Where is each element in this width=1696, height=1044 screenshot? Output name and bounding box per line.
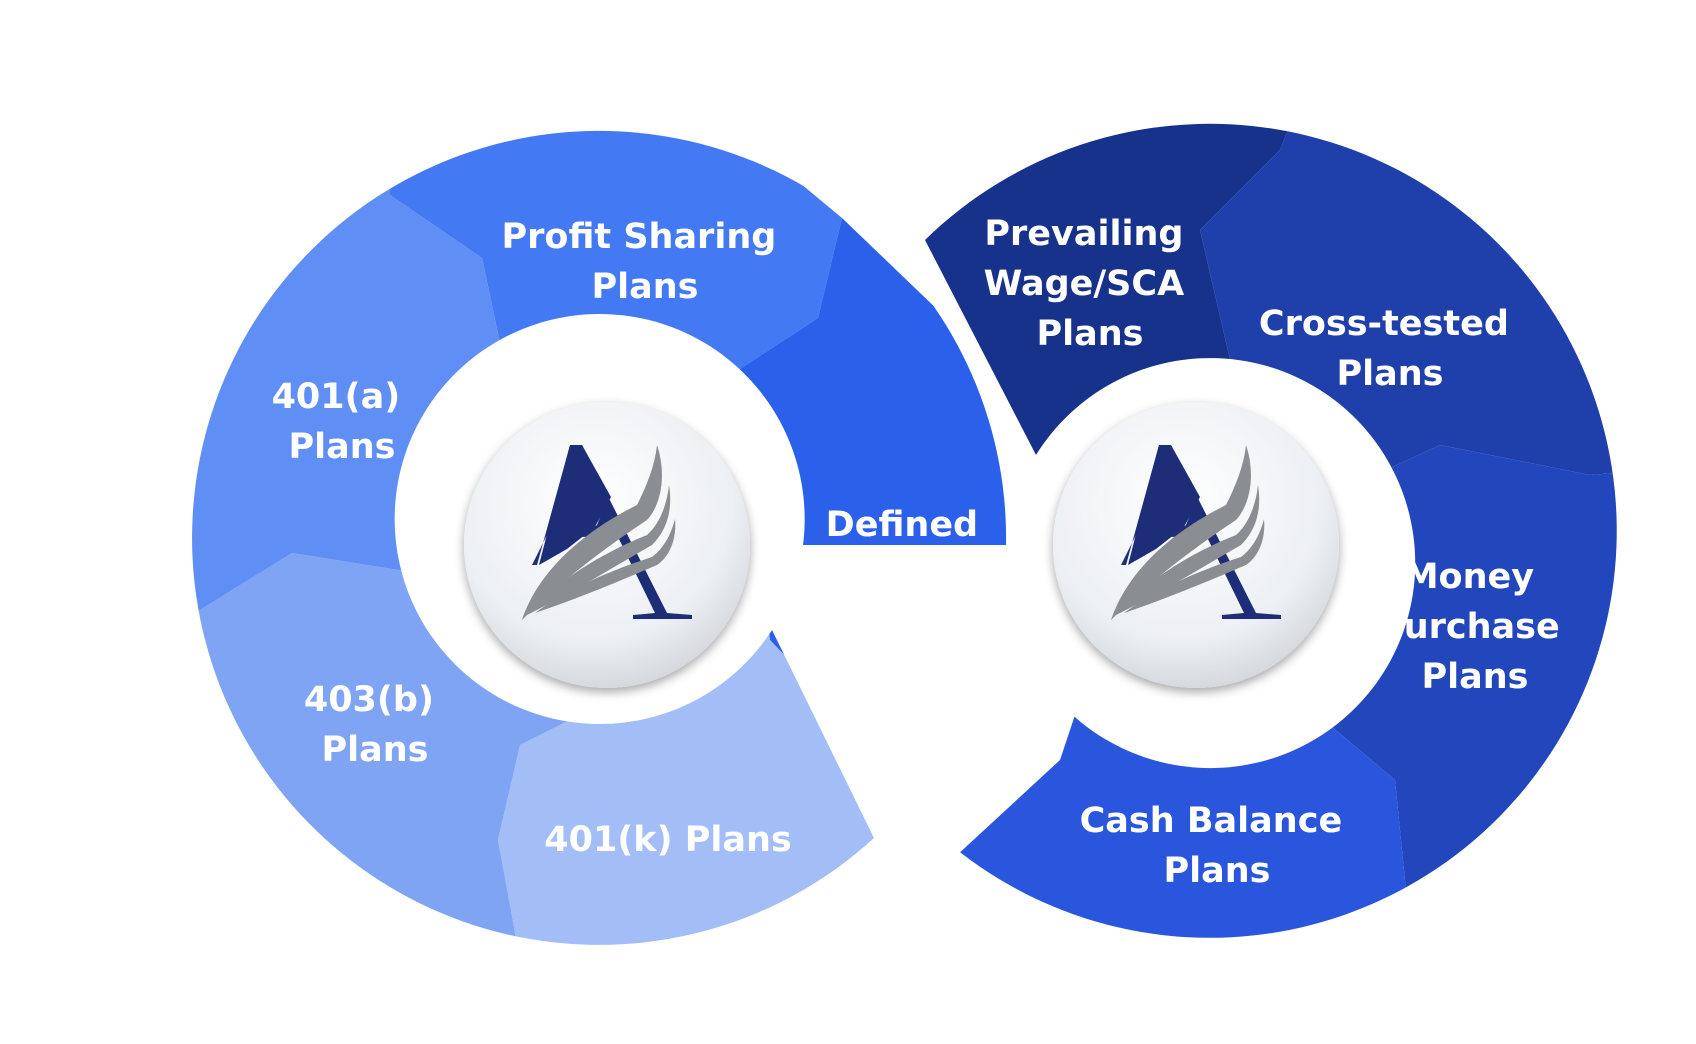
right-logo-badge (1053, 402, 1339, 688)
segment-401k (498, 560, 960, 945)
segment-profit-sharing (390, 130, 842, 400)
label-defined-benefit: Defined Benefit Plans (826, 505, 991, 645)
label-401k: 401(k) Plans (544, 820, 792, 860)
label-cross-tested: Cross-tested Plans (1259, 304, 1521, 394)
label-prevailing-wage: Prevailing Wage/SCA Plans (984, 214, 1197, 354)
label-money-purchase: Money Purchase Plans (1378, 557, 1572, 697)
label-403b: 403(b) Plans (304, 680, 446, 770)
label-401a: 401(a) Plans (272, 377, 413, 467)
wing-a-logo-icon (522, 445, 692, 620)
wing-a-logo-icon (1111, 445, 1281, 620)
segment-labels: Profit Sharing Plans Defined Benefit Pla… (272, 214, 1572, 891)
label-cash-balance: Cash Balance Plans (1080, 801, 1355, 891)
left-logo-badge (464, 402, 750, 688)
label-profit-sharing: Profit Sharing Plans (502, 217, 789, 307)
